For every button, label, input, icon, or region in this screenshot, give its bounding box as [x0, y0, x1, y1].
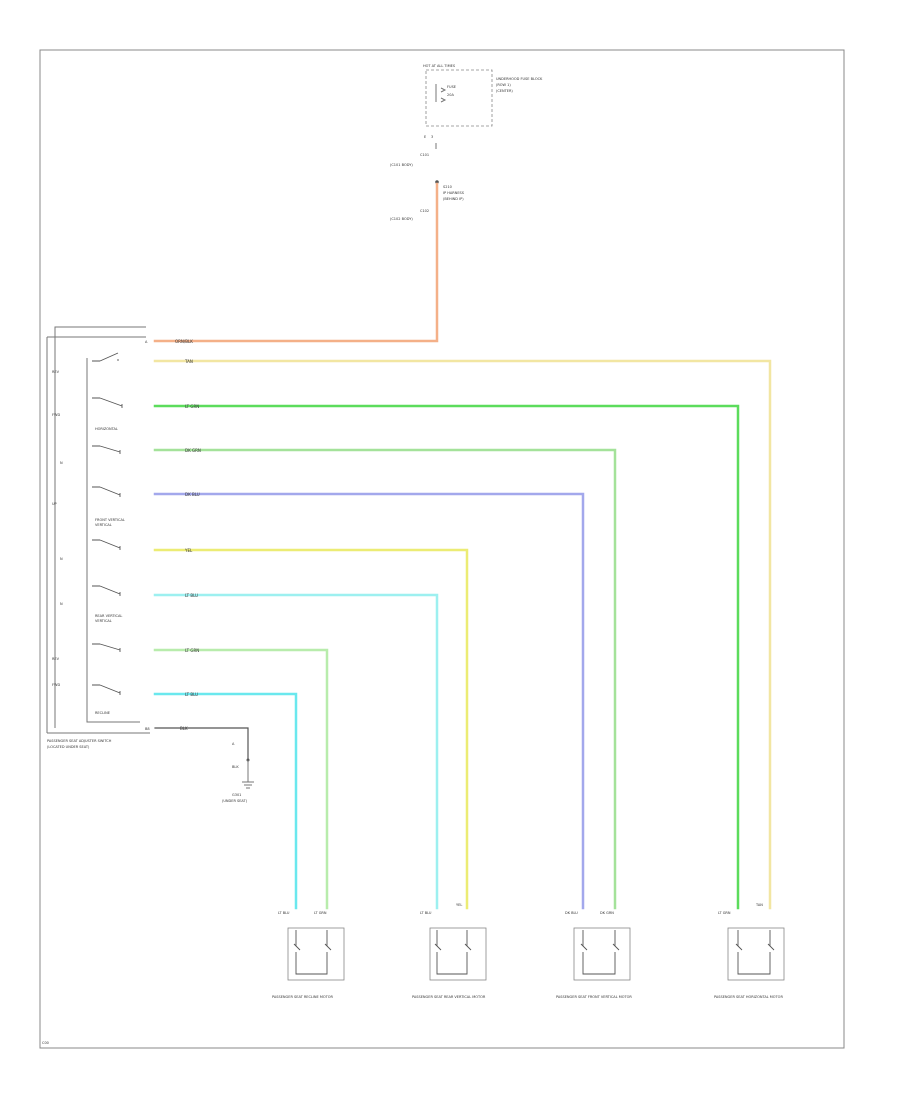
- wire-label-w7: LT GRN: [185, 648, 199, 653]
- svg-text:FWD: FWD: [52, 413, 60, 417]
- wire-lt-blu-2: [153, 692, 298, 910]
- motor-recline-name: PASSENGER SEAT RECLINE MOTOR: [272, 995, 334, 999]
- svg-text:(C102 BODY): (C102 BODY): [390, 217, 413, 221]
- motor-horizontal-wire-left: LT GRN: [718, 911, 731, 915]
- wire-labels: ORN/BLK TAN LT GRN DK GRN DK BLU YEL LT …: [145, 339, 201, 731]
- svg-text:E: E: [424, 135, 426, 139]
- ground-label: G301: [232, 793, 241, 797]
- svg-text:(BEHIND IP): (BEHIND IP): [443, 197, 464, 201]
- svg-text:N: N: [60, 461, 63, 465]
- splice-label: S210: [443, 185, 452, 189]
- switch-group-front-vertical: FRONT VERTICAL: [95, 518, 125, 522]
- fuse-block: HOT AT ALL TIMES FUSE 20A UNDERHOOD FUSE…: [423, 64, 543, 127]
- diagram-frame: [39, 49, 845, 1049]
- svg-text:(ROW 1): (ROW 1): [496, 83, 511, 87]
- wire-dk-grn: [153, 448, 617, 910]
- ground-symbol: A BLK G301 (UNDER SEAT): [222, 742, 254, 803]
- motor-front-vertical-wire-right: DK GRN: [600, 911, 614, 915]
- svg-text:IP HARNESS: IP HARNESS: [443, 191, 465, 195]
- svg-text:REV: REV: [52, 657, 60, 661]
- fuse-label: FUSE: [447, 85, 456, 89]
- motor-rear-vertical: LT BLU YEL PASSENGER SEAT REAR VERTICAL …: [412, 903, 487, 999]
- motors: LT BLU LT GRN PASSENGER SEAT RECLINE MOT…: [272, 903, 785, 999]
- motor-horizontal-name: PASSENGER SEAT HORIZONTAL MOTOR: [714, 995, 783, 999]
- svg-text:20A: 20A: [447, 93, 454, 97]
- switch-assembly-outline: [46, 326, 150, 734]
- svg-text:FWD: FWD: [52, 683, 60, 687]
- motor-horizontal-wire-right: TAN: [755, 903, 763, 907]
- svg-text:(CENTER): (CENTER): [496, 89, 513, 93]
- wire-lt-grn-1: [153, 404, 740, 910]
- fuse-block-title: HOT AT ALL TIMES: [423, 64, 456, 68]
- svg-text:3: 3: [431, 135, 433, 139]
- wire-label-w3: DK GRN: [185, 448, 201, 453]
- svg-text:(C101 BODY): (C101 BODY): [390, 163, 413, 167]
- wire-label-w4: DK BLU: [185, 492, 200, 497]
- wire-ground: [154, 727, 249, 761]
- wire-label-w5: YEL: [184, 548, 193, 553]
- wire-lt-grn-2: [153, 648, 329, 910]
- svg-text:B8: B8: [145, 727, 150, 731]
- footer-code: C00: [42, 1041, 49, 1045]
- svg-text:REV: REV: [52, 370, 60, 374]
- svg-text:VERTICAL: VERTICAL: [95, 523, 112, 527]
- motor-front-vertical-name: PASSENGER SEAT FRONT VERTICAL MOTOR: [556, 995, 632, 999]
- fuse-block-location: UNDERHOOD FUSE BLOCK: [496, 77, 543, 81]
- wire-feed: [153, 182, 439, 343]
- wire-label-w6: LT BLU: [185, 593, 198, 598]
- motor-front-vertical: DK BLU DK GRN PASSENGER SEAT FRONT VERTI…: [556, 911, 632, 999]
- motor-front-vertical-wire-left: DK BLU: [565, 911, 578, 915]
- switch-group-horizontal: HORIZONTAL: [95, 427, 118, 431]
- switch-group-recline: RECLINE: [95, 711, 110, 715]
- svg-text:N: N: [60, 602, 63, 606]
- svg-text:A: A: [232, 742, 235, 746]
- svg-text:(UNDER SEAT): (UNDER SEAT): [222, 799, 248, 803]
- switch-group-rear-vertical: REAR VERTICAL: [95, 614, 122, 618]
- motor-recline-wire-left: LT BLU: [278, 911, 290, 915]
- motor-rear-vertical-name: PASSENGER SEAT REAR VERTICAL MOTOR: [412, 995, 486, 999]
- wire-group: [153, 182, 772, 910]
- wire-yel: [153, 548, 469, 910]
- connector-c1: C101: [420, 153, 429, 157]
- svg-text:N: N: [60, 557, 63, 561]
- wire-dk-blu: [153, 492, 585, 910]
- feed-connectors: E 3 C101 (C101 BODY) S210 IP HARNESS (BE…: [390, 135, 465, 221]
- connector-c2: C102: [420, 209, 429, 213]
- switch-assembly: PASSENGER SEAT ADJUSTER SWITCH (LOCATED …: [46, 326, 150, 749]
- svg-text:BLK: BLK: [232, 765, 239, 769]
- wire-tan: [153, 359, 772, 910]
- svg-text:A: A: [145, 340, 148, 344]
- wire-label-w2: LT GRN: [185, 404, 199, 409]
- motor-recline: LT BLU LT GRN PASSENGER SEAT RECLINE MOT…: [272, 911, 345, 999]
- wire-label-feed: ORN/BLK: [175, 339, 193, 344]
- wire-label-w1: TAN: [184, 359, 193, 364]
- svg-text:UP: UP: [52, 502, 57, 506]
- svg-text:(LOCATED UNDER SEAT): (LOCATED UNDER SEAT): [47, 745, 90, 749]
- svg-text:VERTICAL: VERTICAL: [95, 619, 112, 623]
- wire-lt-blu-1: [153, 593, 439, 910]
- motor-horizontal: LT GRN TAN PASSENGER SEAT HORIZONTAL MOT…: [714, 903, 785, 999]
- motor-rear-vertical-wire-left: LT BLU: [420, 911, 432, 915]
- switch-assembly-name: PASSENGER SEAT ADJUSTER SWITCH: [47, 739, 112, 743]
- motor-recline-wire-right: LT GRN: [314, 911, 327, 915]
- wire-label-w8: LT BLU: [185, 692, 198, 697]
- motor-rear-vertical-wire-right: YEL: [456, 903, 462, 907]
- wire-label-ground: BLK: [180, 726, 188, 731]
